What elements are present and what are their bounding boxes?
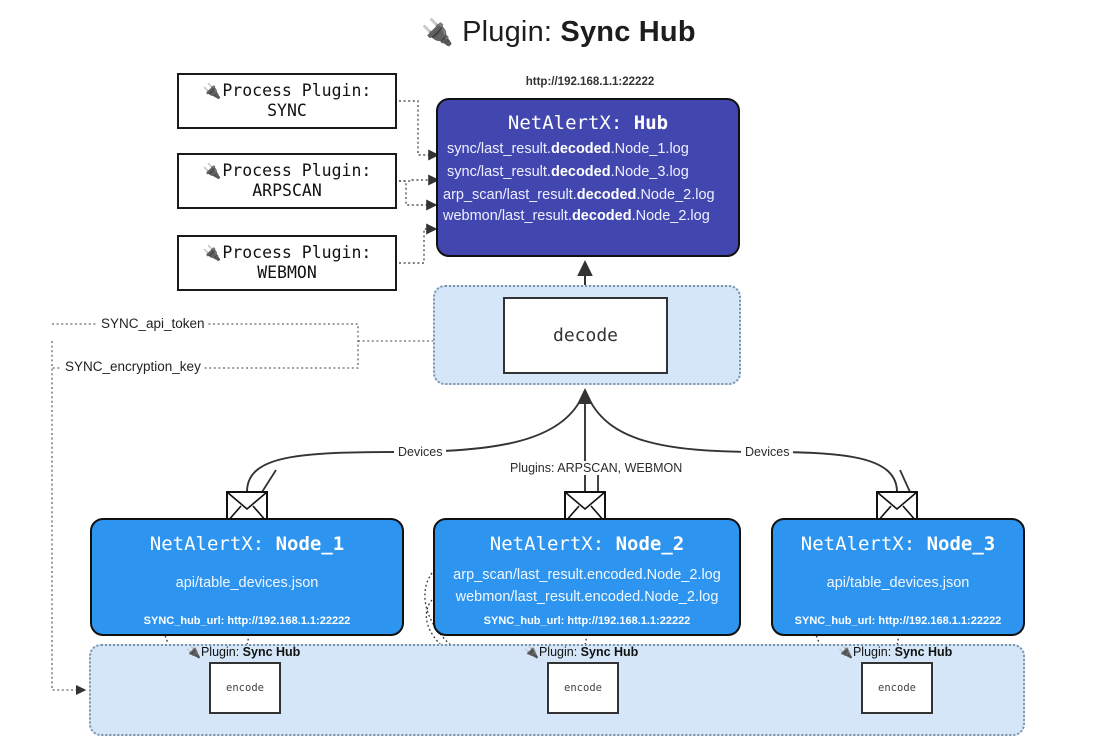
node-title-name: Node_3 bbox=[926, 533, 996, 555]
hub-log-line: sync/last_result.decoded.Node_1.log bbox=[438, 141, 738, 157]
hub-log-post: .Node_3.log bbox=[610, 164, 689, 180]
hub-log-line: webmon/last_result.decoded.Node_2.log bbox=[438, 208, 738, 224]
node-box-node-3[interactable]: NetAlertX: Node_3 api/table_devices.json… bbox=[771, 518, 1025, 636]
hub-url: http://192.168.1.1:22222 bbox=[525, 76, 655, 88]
plug-icon: 🔌 bbox=[838, 645, 853, 659]
hub-log-pre: arp_scan/last_result. bbox=[443, 187, 577, 203]
node-line: api/table_devices.json bbox=[826, 575, 970, 591]
sync-api-token-label: SYNC_api_token bbox=[98, 316, 208, 331]
node-line: api/table_devices.json bbox=[175, 575, 319, 591]
node-title: NetAlertX: Node_2 bbox=[435, 533, 739, 555]
hub-log-pre: webmon/last_result. bbox=[443, 208, 572, 224]
node-title: NetAlertX: Node_3 bbox=[773, 533, 1023, 555]
page-title-prefix: Plugin: bbox=[462, 16, 553, 48]
encode-caption-node-2: 🔌Plugin: Sync Hub bbox=[524, 645, 638, 659]
hub-log-pre: sync/last_result. bbox=[447, 164, 551, 180]
node-box-node-2[interactable]: NetAlertX: Node_2 arp_scan/last_result.e… bbox=[433, 518, 741, 636]
process-plugin-label: Process Plugin: bbox=[222, 80, 372, 100]
hub-log-line: arp_scan/last_result.decoded.Node_2.log bbox=[438, 187, 738, 203]
hub-log-post: .Node_2.log bbox=[636, 187, 715, 203]
node-footer: SYNC_hub_url: http://192.168.1.1:22222 bbox=[483, 615, 691, 627]
hub-log-mid: decoded bbox=[550, 141, 611, 157]
hub-log-post: .Node_1.log bbox=[610, 141, 689, 157]
envelope-icon-node-1 bbox=[226, 491, 268, 528]
node-footer: SYNC_hub_url: http://192.168.1.1:22222 bbox=[794, 615, 1002, 627]
hub-log-mid: decoded bbox=[550, 164, 611, 180]
node-line: arp_scan/last_result.encoded.Node_2.log bbox=[453, 567, 721, 583]
page-title: 🔌 Plugin: Sync Hub bbox=[0, 16, 1117, 49]
encode-caption-node-1: 🔌Plugin: Sync Hub bbox=[186, 645, 300, 659]
hub-title-name: Hub bbox=[633, 112, 669, 134]
encode-caption-name: Sync Hub bbox=[242, 645, 301, 659]
hub-title: NetAlertX: Hub bbox=[438, 112, 738, 134]
process-plugin-name: WEBMON bbox=[257, 263, 317, 282]
edge-label-devices-left: Devices bbox=[394, 445, 447, 459]
process-plugin-label: Process Plugin: bbox=[222, 160, 372, 180]
node-title-name: Node_1 bbox=[275, 533, 345, 555]
sync-encryption-key-label: SYNC_encryption_key bbox=[62, 359, 204, 374]
node-title: NetAlertX: Node_1 bbox=[92, 533, 402, 555]
encode-caption-node-3: 🔌Plugin: Sync Hub bbox=[838, 645, 952, 659]
encode-caption-name: Sync Hub bbox=[580, 645, 639, 659]
node-title-prefix: NetAlertX: bbox=[489, 533, 605, 555]
hub-log-post: .Node_2.log bbox=[631, 208, 710, 224]
hub-log-pre: sync/last_result. bbox=[447, 141, 551, 157]
process-plugin-label: Process Plugin: bbox=[222, 242, 372, 262]
plug-icon: 🔌 bbox=[421, 17, 454, 47]
hub-title-prefix: NetAlertX: bbox=[507, 112, 623, 134]
envelope-icon-node-3 bbox=[876, 491, 918, 528]
encode-box-node-1[interactable]: encode bbox=[209, 662, 281, 714]
process-plugin-arpscan[interactable]: 🔌 Process Plugin: ARPSCAN bbox=[177, 153, 397, 209]
plug-icon: 🔌 bbox=[524, 645, 539, 659]
process-plugin-name: SYNC bbox=[267, 101, 307, 120]
hub-box[interactable]: NetAlertX: Hub sync/last_result.decoded.… bbox=[436, 98, 740, 257]
hub-log-line: sync/last_result.decoded.Node_3.log bbox=[438, 164, 738, 180]
page-title-name: Sync Hub bbox=[560, 16, 696, 48]
process-plugin-sync[interactable]: 🔌 Process Plugin: SYNC bbox=[177, 73, 397, 129]
encode-caption-prefix: Plugin: bbox=[200, 645, 240, 659]
encode-box-node-3[interactable]: encode bbox=[861, 662, 933, 714]
node-line: webmon/last_result.encoded.Node_2.log bbox=[455, 589, 719, 605]
encode-caption-prefix: Plugin: bbox=[538, 645, 578, 659]
edge-label-devices-right: Devices bbox=[741, 445, 794, 459]
plug-icon: 🔌 bbox=[186, 645, 201, 659]
process-plugin-name: ARPSCAN bbox=[252, 181, 322, 200]
plug-icon: 🔌 bbox=[202, 81, 222, 100]
node-title-prefix: NetAlertX: bbox=[149, 533, 265, 555]
node-title-prefix: NetAlertX: bbox=[800, 533, 916, 555]
hub-log-mid: decoded bbox=[576, 187, 637, 203]
node-title-name: Node_2 bbox=[615, 533, 685, 555]
edge-label-plugins-center: Plugins: ARPSCAN, WEBMON bbox=[506, 461, 687, 475]
envelope-icon-node-2 bbox=[564, 491, 606, 528]
node-box-node-1[interactable]: NetAlertX: Node_1 api/table_devices.json… bbox=[90, 518, 404, 636]
decode-box[interactable]: decode bbox=[503, 297, 668, 374]
encode-caption-name: Sync Hub bbox=[894, 645, 953, 659]
plug-icon: 🔌 bbox=[202, 243, 222, 262]
node-footer: SYNC_hub_url: http://192.168.1.1:22222 bbox=[143, 615, 351, 627]
encode-caption-prefix: Plugin: bbox=[852, 645, 892, 659]
process-plugin-webmon[interactable]: 🔌 Process Plugin: WEBMON bbox=[177, 235, 397, 291]
hub-log-mid: decoded bbox=[571, 208, 632, 224]
plug-icon: 🔌 bbox=[202, 161, 222, 180]
encode-box-node-2[interactable]: encode bbox=[547, 662, 619, 714]
